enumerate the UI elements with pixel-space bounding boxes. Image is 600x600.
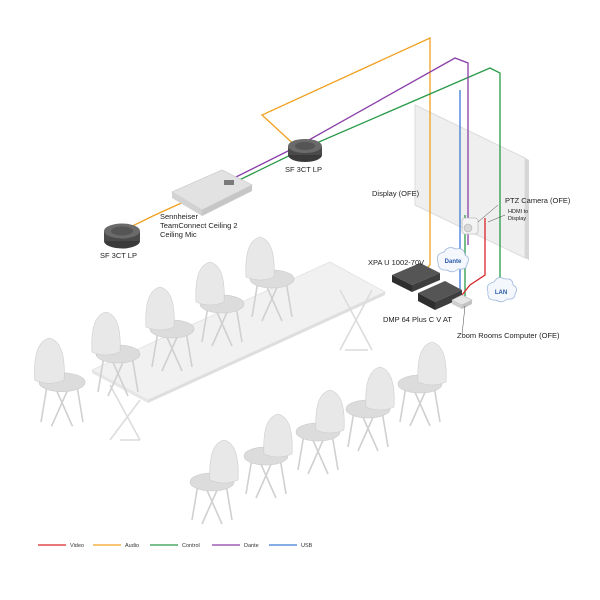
chair (91, 311, 141, 397)
speaker-top-label: SF 3CT LP (285, 165, 322, 174)
dsp-label: DMP 64 Plus C V AT (383, 315, 452, 324)
legend-item: Video (38, 543, 84, 549)
chair (397, 341, 447, 427)
audio-cable (260, 36, 431, 265)
hdmi-label-line1: HDMI to (508, 209, 528, 215)
hdmi-label-line2: Display (508, 216, 526, 222)
dante-bubble-label: Dante (445, 259, 462, 265)
labels: SF 3CT LP SF 3CT LP Sennheiser TeamConne… (100, 165, 571, 340)
ptz-camera (461, 217, 479, 235)
zoom-rooms-computer (451, 294, 473, 309)
video-cable (461, 218, 486, 296)
chair (243, 413, 293, 499)
display-label: Display (OFE) (372, 189, 420, 198)
chair (34, 337, 86, 427)
legend-label: Audio (125, 543, 139, 549)
legend-item: Dante (212, 543, 259, 549)
chair (245, 236, 295, 322)
legend-label: Control (182, 543, 200, 549)
zoom-label: Zoom Rooms Computer (OFE) (457, 331, 560, 340)
dsp-device (418, 281, 462, 310)
mic-label-line1: Sennheiser (160, 212, 198, 221)
mic-label-line3: Ceiling Mic (160, 230, 197, 239)
legend-label: USB (301, 543, 313, 549)
legend-label: Dante (244, 543, 259, 549)
mic-label-line2: TeamConnect Ceiling 2 (160, 221, 238, 230)
ceiling-mic (171, 169, 253, 216)
amp-label: XPA U 1002-70V (368, 258, 424, 267)
lan-bubble: LAN (486, 277, 517, 303)
legend-item: Audio (93, 543, 139, 549)
chair (345, 366, 395, 452)
chair (189, 439, 239, 525)
lan-bubble-label: LAN (495, 290, 507, 296)
chair (145, 286, 195, 372)
camera-label: PTZ Camera (OFE) (505, 196, 571, 205)
legend-label: Video (70, 543, 84, 549)
dante-bubble: Dante (436, 247, 469, 273)
legend-item: Control (150, 543, 200, 549)
display-panel (414, 104, 529, 260)
amplifier-device (392, 263, 440, 292)
chair (295, 389, 345, 475)
speaker-top (288, 139, 322, 162)
control-cable (228, 67, 501, 290)
speaker-left (104, 223, 140, 249)
chair-row-front (189, 341, 447, 525)
cable-legend: Video Audio Control Dante USB (38, 543, 313, 549)
chair (195, 261, 245, 347)
legend-item: USB (269, 543, 313, 549)
speaker-left-label: SF 3CT LP (100, 251, 137, 260)
dante-cable (225, 57, 469, 245)
chair-row-back (34, 236, 295, 427)
